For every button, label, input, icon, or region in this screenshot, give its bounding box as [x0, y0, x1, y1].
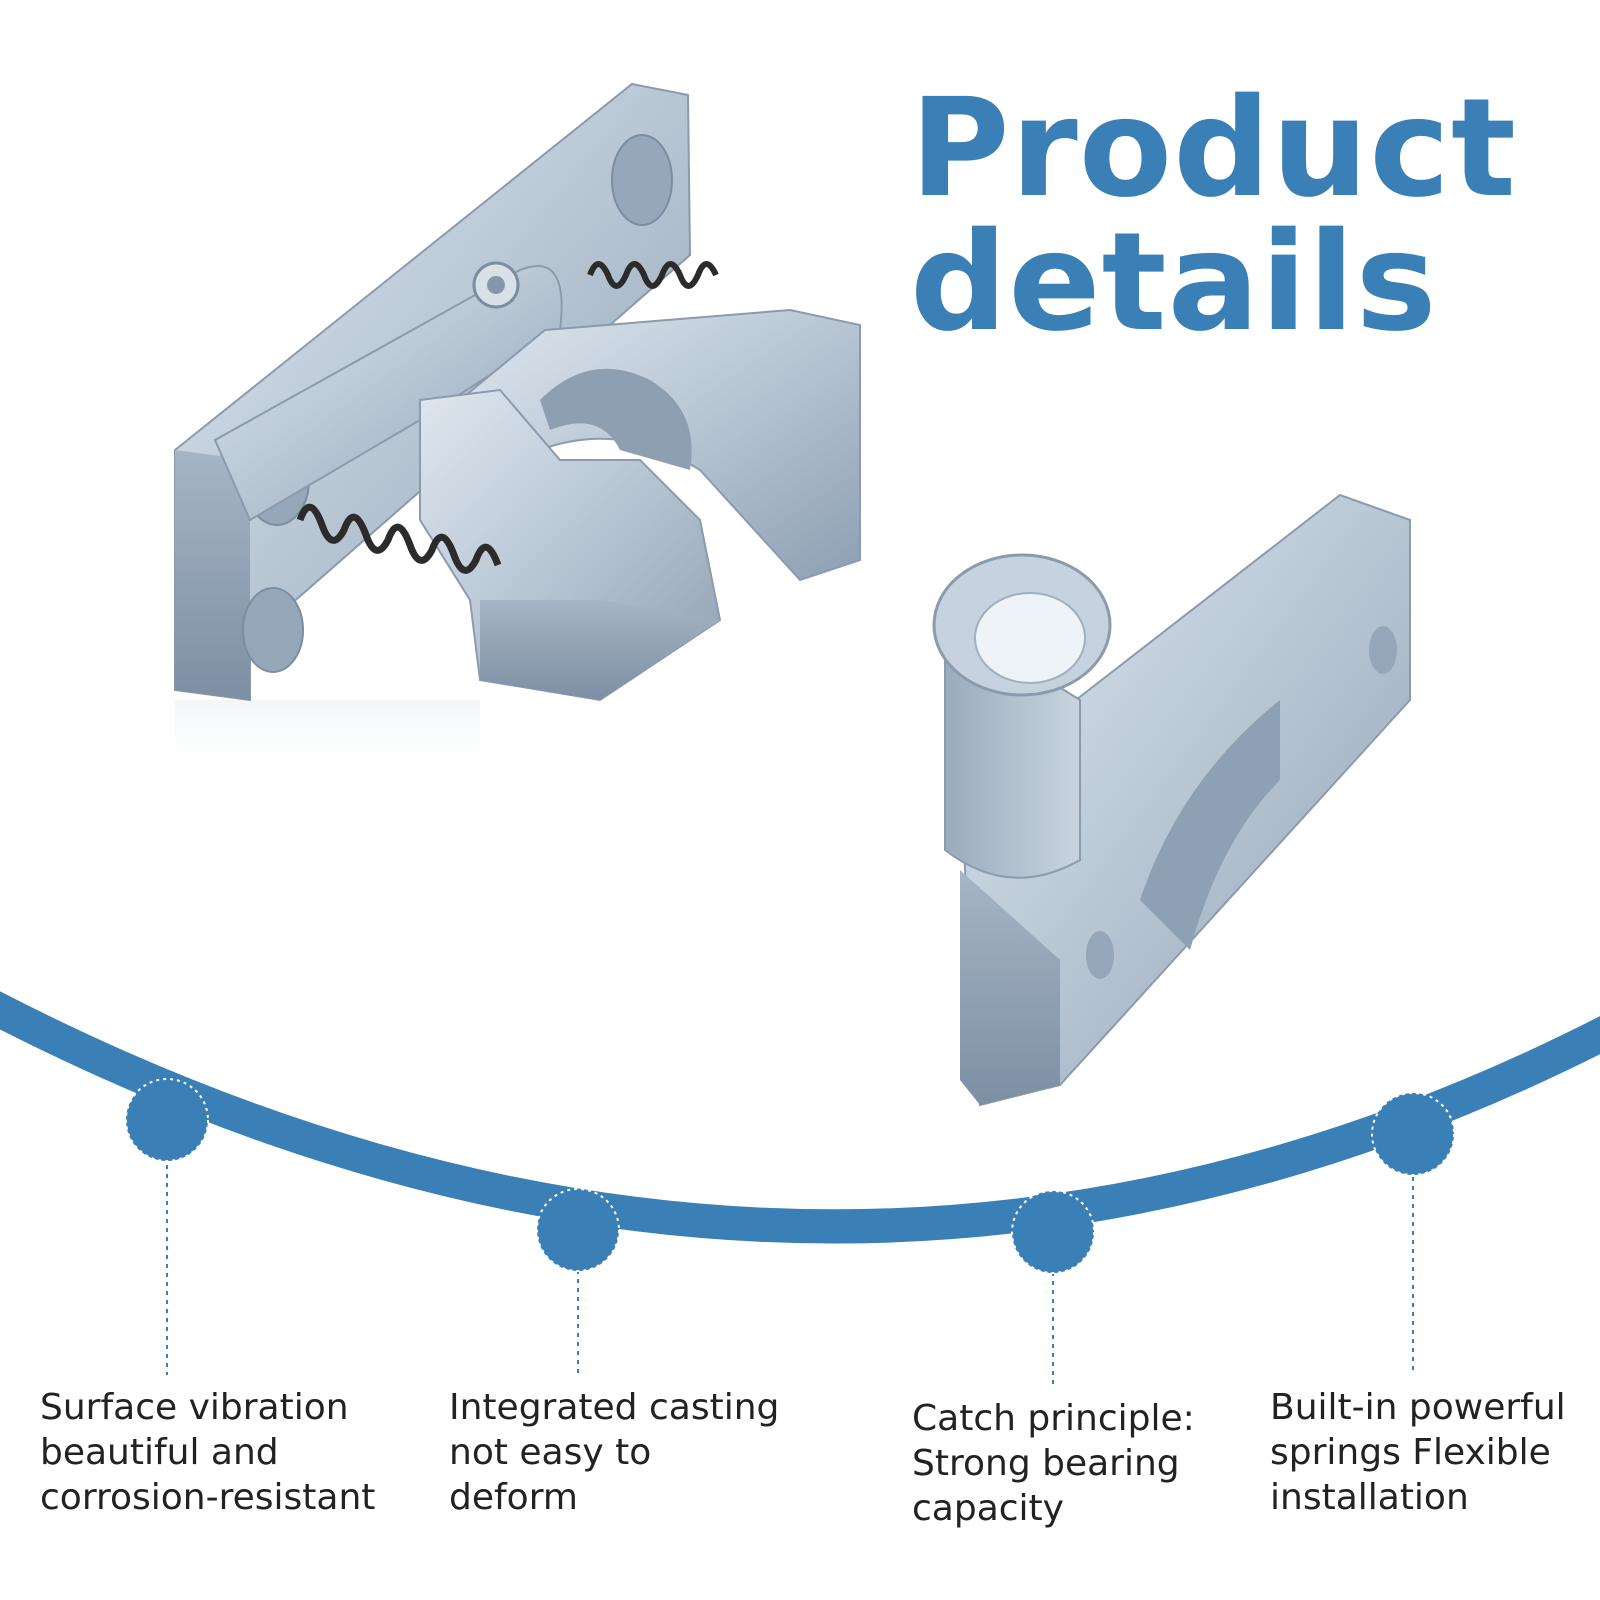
- feature-dot-icon: [1012, 1191, 1094, 1273]
- title-line-1: Product: [910, 70, 1517, 228]
- jaw-socket: [540, 368, 692, 470]
- feature-dot-ring: [1371, 1092, 1455, 1176]
- feature-dot-ring: [125, 1078, 209, 1162]
- upper-spring-icon: [587, 261, 719, 289]
- screw-hole-icon: [1086, 931, 1114, 979]
- latch-plate-edge: [175, 450, 250, 700]
- catch-post-hole: [974, 592, 1086, 684]
- screw-hole-icon: [1369, 626, 1397, 674]
- spring-latch: [174, 82, 861, 790]
- lower-spring-icon: [296, 503, 502, 574]
- feature-dot-ring: [1011, 1190, 1095, 1274]
- feature-dot-ring: [536, 1188, 620, 1272]
- screw-hole-icon: [242, 587, 304, 673]
- feature-arc: [0, 991, 1600, 1244]
- feature-dot-icon: [1372, 1093, 1454, 1175]
- pivot-rivet-hole-icon: [487, 276, 505, 294]
- feature-text-1: Surface vibration beautiful and corrosio…: [40, 1387, 376, 1518]
- catch-plate: [932, 493, 1411, 1107]
- latch-reflection: [175, 700, 480, 790]
- catch-base-edge: [960, 870, 1060, 1105]
- title-line-2: details: [910, 204, 1438, 362]
- page-title: Product details: [910, 70, 1517, 362]
- screw-hole-icon: [611, 134, 673, 226]
- feature-dots: [125, 1078, 1455, 1274]
- feature-text-3: Catch principle: Strong bearing capacity: [912, 1398, 1195, 1529]
- latch-trigger-face: [480, 600, 720, 700]
- feature-dot-icon: [126, 1079, 208, 1161]
- connector-lines: [166, 1165, 1414, 1385]
- feature-text-4: Built-in powerful springs Flexible insta…: [1270, 1387, 1566, 1518]
- feature-text-2: Integrated casting not easy to deform: [449, 1387, 780, 1518]
- catch-channel: [1140, 700, 1280, 950]
- feature-dot-icon: [537, 1189, 619, 1271]
